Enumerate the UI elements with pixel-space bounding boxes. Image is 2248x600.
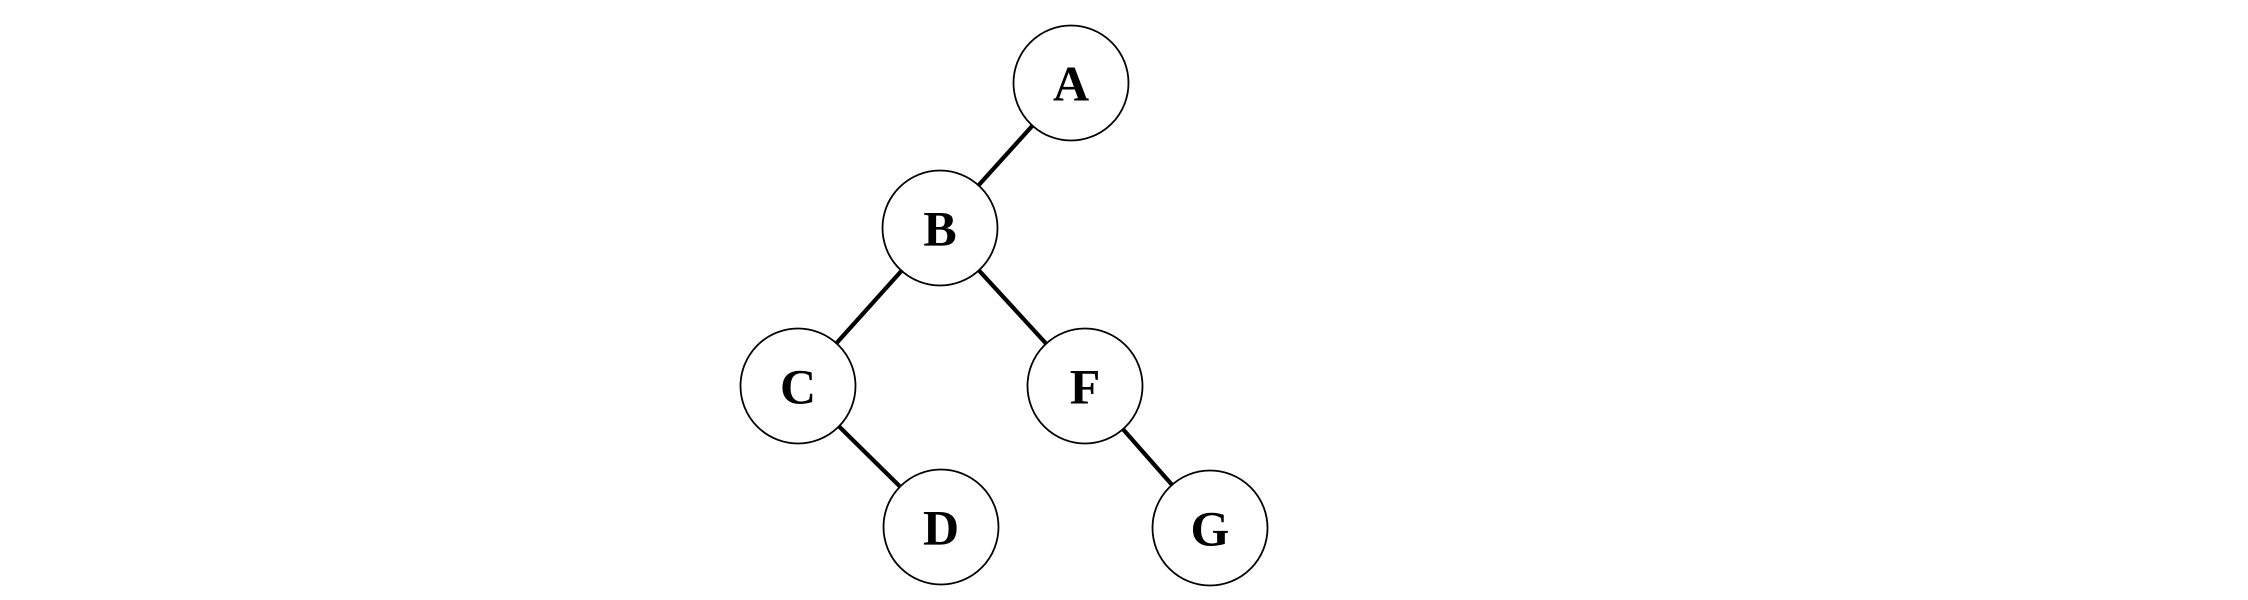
node-B: B (881, 169, 999, 287)
node-D: D (882, 468, 1000, 586)
node-G: G (1151, 469, 1269, 587)
nodes-layer: A B C F D G (739, 24, 1269, 587)
node-circle-C (739, 327, 857, 445)
node-F: F (1026, 327, 1144, 445)
node-label-D: D (923, 500, 959, 556)
node-label-B: B (923, 201, 956, 257)
node-label-A: A (1053, 56, 1089, 112)
node-circle-B (881, 169, 999, 287)
node-circle-D (882, 468, 1000, 586)
node-label-F: F (1070, 359, 1101, 415)
node-C: C (739, 327, 857, 445)
node-label-C: C (780, 359, 816, 415)
node-label-G: G (1191, 501, 1230, 557)
node-circle-F (1026, 327, 1144, 445)
edges-layer (796, 81, 1212, 530)
node-circle-G (1151, 469, 1269, 587)
node-circle-A (1012, 24, 1130, 142)
node-A: A (1012, 24, 1130, 142)
